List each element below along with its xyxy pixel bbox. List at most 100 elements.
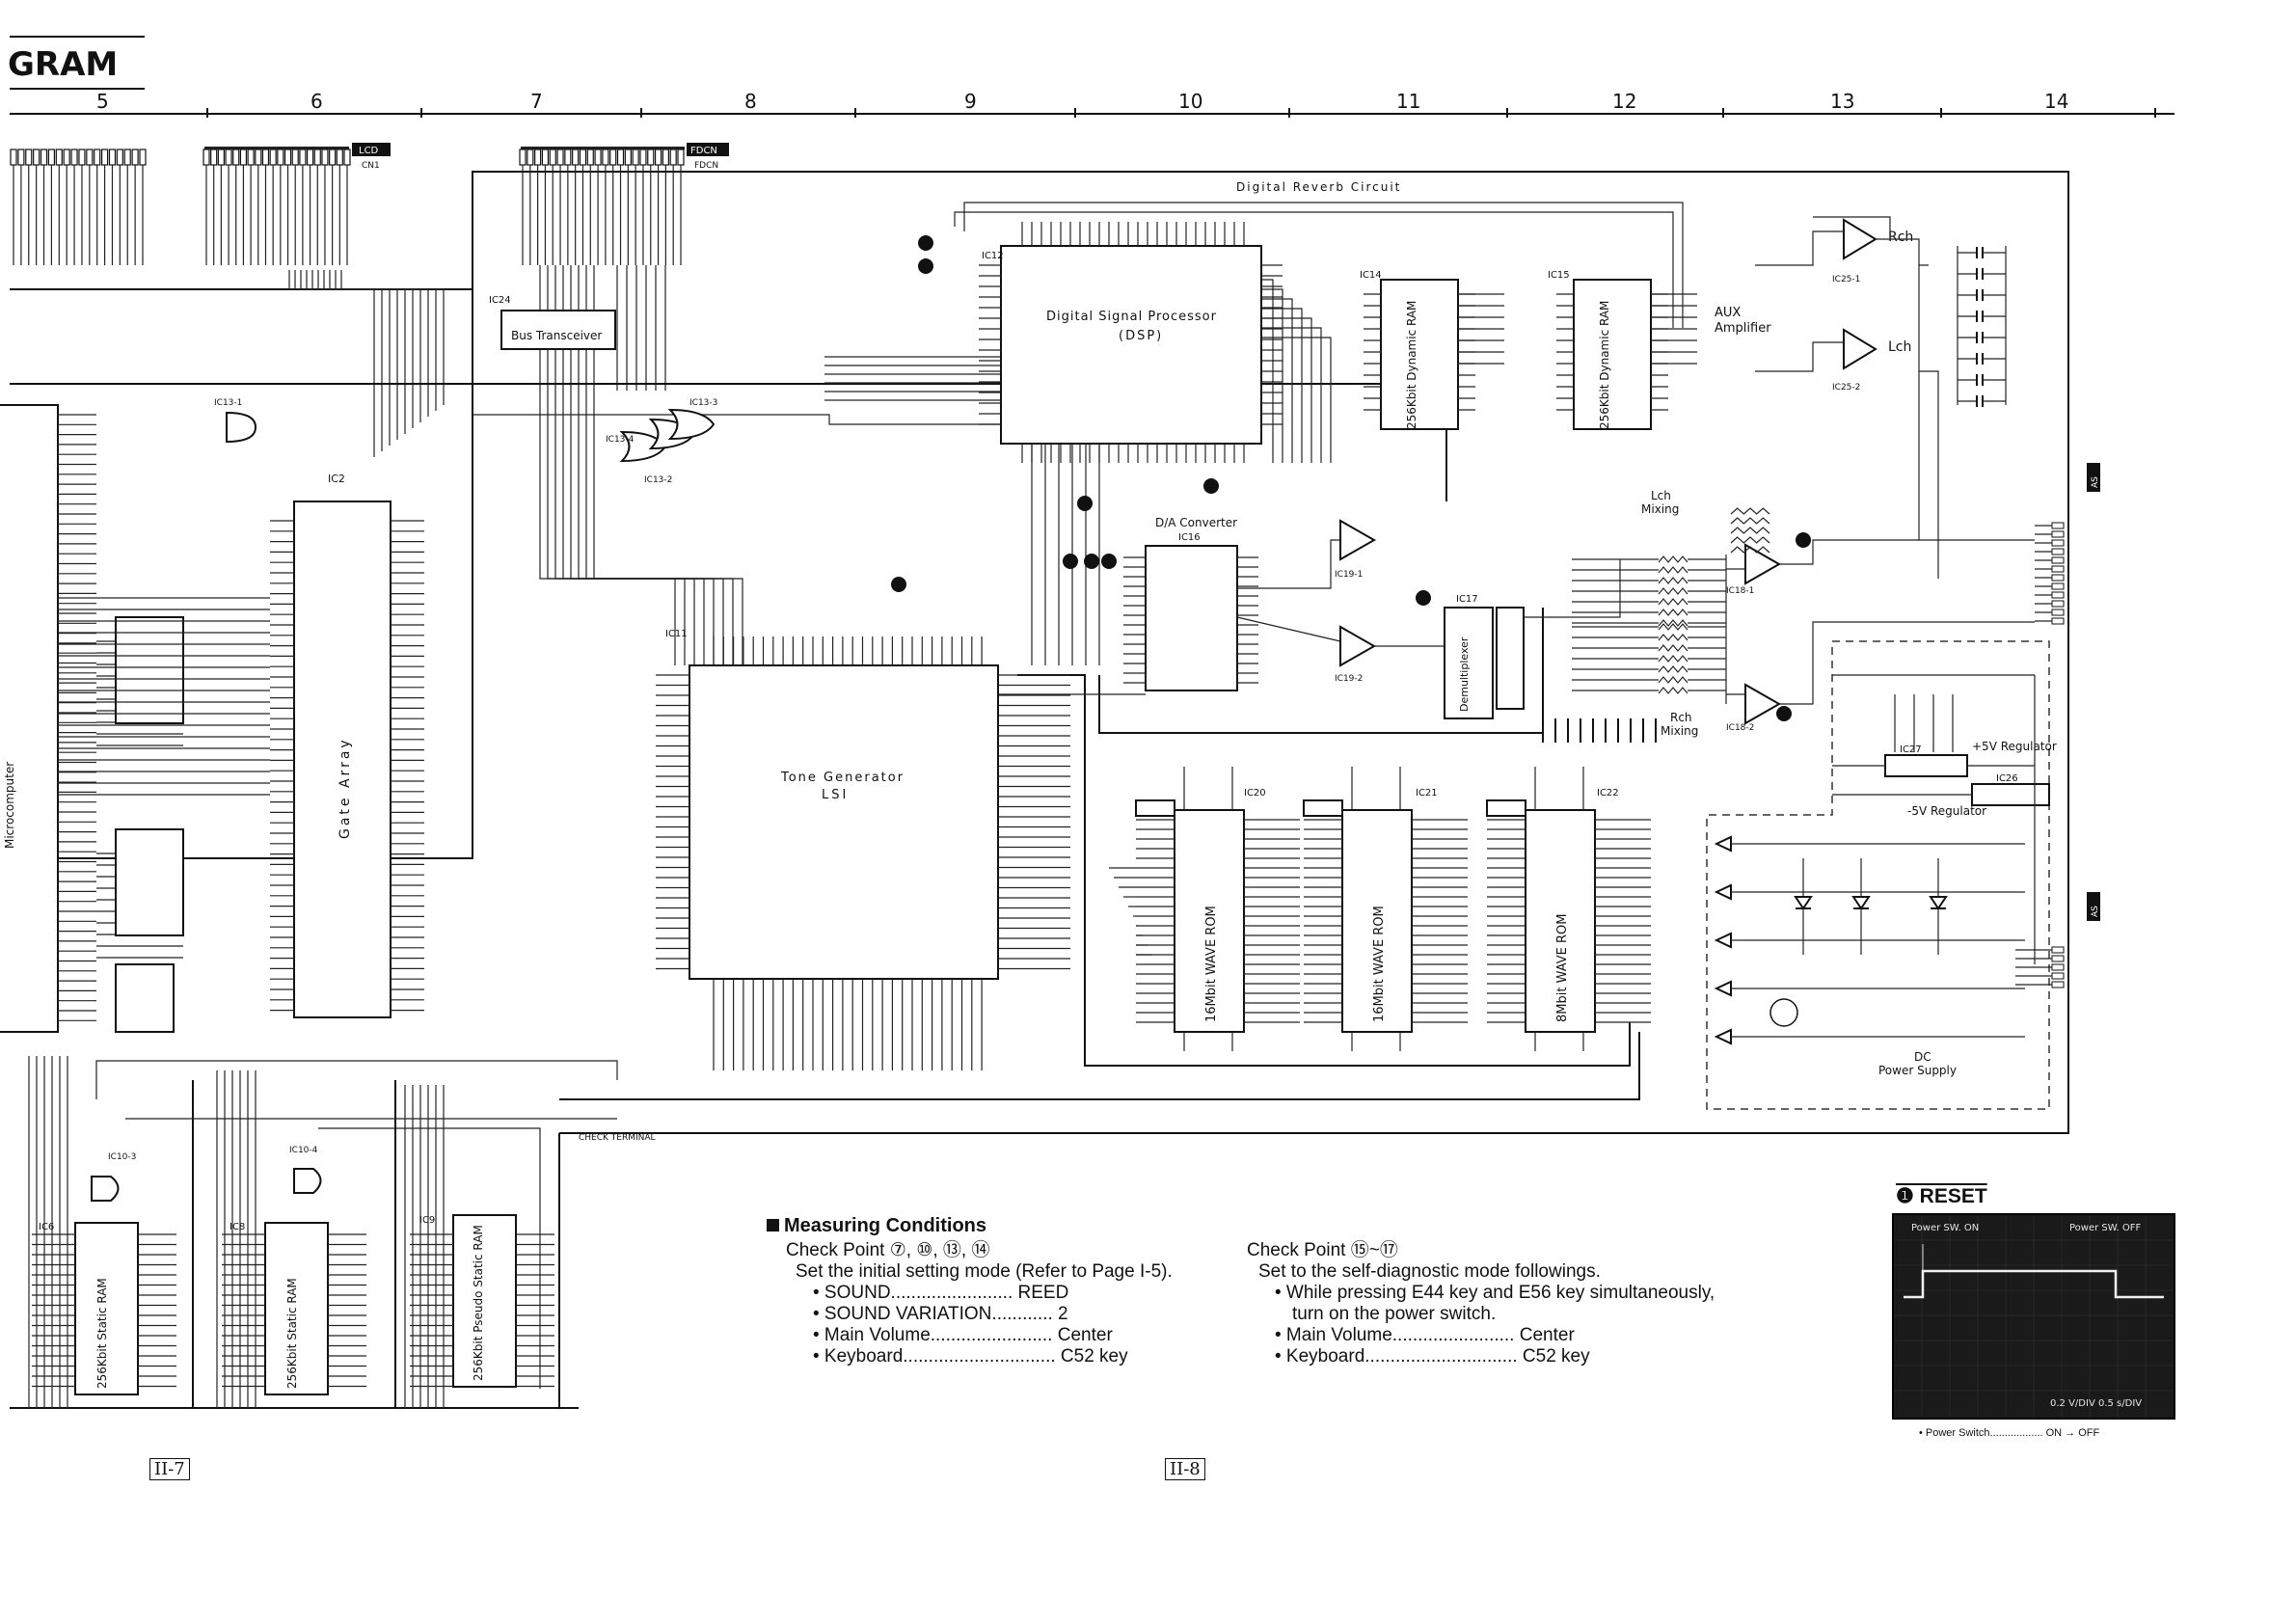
wave-rom-ic21-label: 16Mbit WAVE ROM	[1372, 906, 1387, 1022]
lcd-connector-label: LCD	[359, 146, 379, 156]
rch-mixing-label-2: Mixing	[1661, 724, 1698, 738]
as-cn5-label: AS	[2091, 476, 2100, 488]
condition-value: Center	[1514, 1325, 1575, 1345]
lcd-connector-pins: LCD CN1	[203, 143, 391, 265]
check-point-marker	[918, 258, 933, 274]
ic11-label: IC11	[665, 629, 688, 639]
condition-value: 2	[1052, 1304, 1068, 1324]
gate-array-chip	[293, 501, 392, 1018]
column-number: 12	[1612, 90, 1636, 113]
ic12-label: IC12	[982, 251, 1004, 261]
ic24-label: IC24	[489, 295, 511, 306]
opamp-ic25-2	[1843, 328, 1877, 370]
aux-amp-label-2: Amplifier	[1715, 321, 1771, 336]
regulator-ic27	[1884, 754, 1968, 777]
diagram-title: GRAM	[8, 45, 118, 84]
condition-value: REED	[1013, 1283, 1069, 1303]
ic14-label: IC14	[1360, 270, 1382, 281]
condition-label: • Main Volume	[1275, 1325, 1392, 1345]
scope-scale: 0.2 V/DIV 0.5 s/DIV	[2050, 1398, 2143, 1409]
check-terminal-label: CHECK TERMINAL	[579, 1133, 656, 1143]
fdcn-connector-label: FDCN	[690, 146, 717, 156]
cn2-label: FDCN	[694, 161, 718, 171]
dynamic-ram-2	[1573, 279, 1652, 430]
ic16-label: IC16	[1178, 532, 1201, 543]
column-number: 8	[744, 90, 757, 113]
ic13-3-label: IC13-3	[689, 398, 717, 408]
da-converter-chip	[1145, 545, 1238, 691]
opamp-ic18-2	[1744, 683, 1782, 725]
ic9-label: IC9	[419, 1215, 435, 1226]
column-number: 10	[1178, 90, 1202, 113]
check-point-marker	[1101, 554, 1117, 569]
microcomputer-chip	[0, 404, 59, 1033]
page-number-right: II-8	[1165, 1458, 1205, 1480]
reset-caption: • Power Switch.................. ON → OF…	[1919, 1427, 2100, 1439]
static-ram-ic8-label: 256Kbit Static RAM	[285, 1278, 299, 1389]
wave-rom-ic21	[1341, 809, 1413, 1033]
right-intro: Set to the self-diagnostic mode followin…	[1258, 1261, 1601, 1282]
check-point-marker	[1077, 496, 1093, 511]
right-line2: turn on the power switch.	[1292, 1304, 1497, 1324]
condition-row: • Main Volume........................ Ce…	[813, 1325, 1113, 1346]
condition-row: • SOUND........................ REED	[813, 1283, 1068, 1304]
condition-label: • SOUND VARIATION	[813, 1304, 992, 1324]
digital-reverb-label: Digital Reverb Circuit	[1236, 180, 1401, 194]
column-number: 6	[311, 90, 323, 113]
ic10-3-label: IC10-3	[108, 1152, 136, 1162]
da-converter-label: D/A Converter	[1155, 516, 1237, 529]
condition-row: • Keyboard..............................…	[813, 1346, 1128, 1367]
ic27-label: IC27	[1900, 744, 1922, 755]
tone-generator-label: Tone Generator	[780, 771, 905, 785]
bus-transceiver-chip	[500, 310, 616, 350]
ic18-2-label: IC18-2	[1726, 723, 1754, 733]
ic6-label: IC6	[39, 1222, 54, 1232]
as-cn2-label: AS	[2091, 906, 2100, 917]
dynamic-ram-1	[1380, 279, 1459, 430]
condition-dots: ........................	[1391, 1325, 1515, 1345]
condition-label: • Main Volume	[813, 1325, 931, 1345]
left-check-points: Check Point ⑦, ⑩, ⑬, ⑭	[786, 1240, 990, 1260]
right-line1: • While pressing E44 key and E56 key sim…	[1275, 1283, 1715, 1303]
column-number: 9	[964, 90, 977, 113]
opamp-ic25-1	[1843, 218, 1877, 260]
ic21-label: IC21	[1416, 788, 1438, 798]
dc-power-label-2: Power Supply	[1878, 1064, 1957, 1077]
condition-value: C52 key	[1517, 1346, 1590, 1367]
dsp-sublabel: (DSP)	[1119, 329, 1163, 343]
gate-ic13-3	[667, 408, 716, 441]
opamp-ic19-1	[1339, 519, 1377, 561]
reset-title: ❶ RESET	[1896, 1185, 1987, 1207]
rch-mixing-label: Rch	[1670, 711, 1692, 724]
ic15-label: IC15	[1548, 270, 1570, 281]
ic10-4-label: IC10-4	[289, 1146, 318, 1155]
measuring-conditions-title: Measuring Conditions	[767, 1215, 986, 1236]
microcomputer-label: Microcomputer	[3, 762, 16, 849]
cn1-label: CN1	[362, 161, 380, 171]
page-number-left: II-7	[149, 1458, 190, 1480]
demultiplexer-chip	[1444, 607, 1494, 719]
check-point-marker	[1084, 554, 1099, 569]
column-number: 14	[2044, 90, 2068, 113]
ic22-label: IC22	[1597, 788, 1619, 798]
tone-generator-chip	[689, 664, 999, 980]
bus-transceiver-label: Bus Transceiver	[511, 329, 602, 342]
gate-ic13-4	[619, 430, 667, 463]
aux-amp-label: AUX	[1715, 306, 1741, 320]
fdcn-connector-pins: FDCN FDCN	[519, 143, 729, 265]
dynamic-ram-1-label: 256Kbit Dynamic RAM	[1405, 301, 1418, 429]
check-point-marker	[1063, 554, 1078, 569]
condition-value: Center	[1052, 1325, 1113, 1345]
column-number: 7	[530, 90, 543, 113]
rch-label: Rch	[1888, 230, 1913, 245]
ic2-label: IC2	[328, 473, 345, 485]
power-on-label: Power SW. ON	[1911, 1223, 1980, 1233]
condition-dots: ..............................	[903, 1346, 1056, 1367]
static-ram-ic6	[74, 1222, 139, 1395]
static-ram-ic6-label: 256Kbit Static RAM	[95, 1278, 109, 1389]
power-supply-boundary	[1706, 640, 2050, 1110]
column-number: 5	[96, 90, 109, 113]
check-point-marker	[1203, 478, 1219, 494]
pseudo-static-ram-label: 256Kbit Pseudo Static RAM	[472, 1225, 485, 1381]
ic13-4-label: IC13-4	[606, 435, 635, 445]
